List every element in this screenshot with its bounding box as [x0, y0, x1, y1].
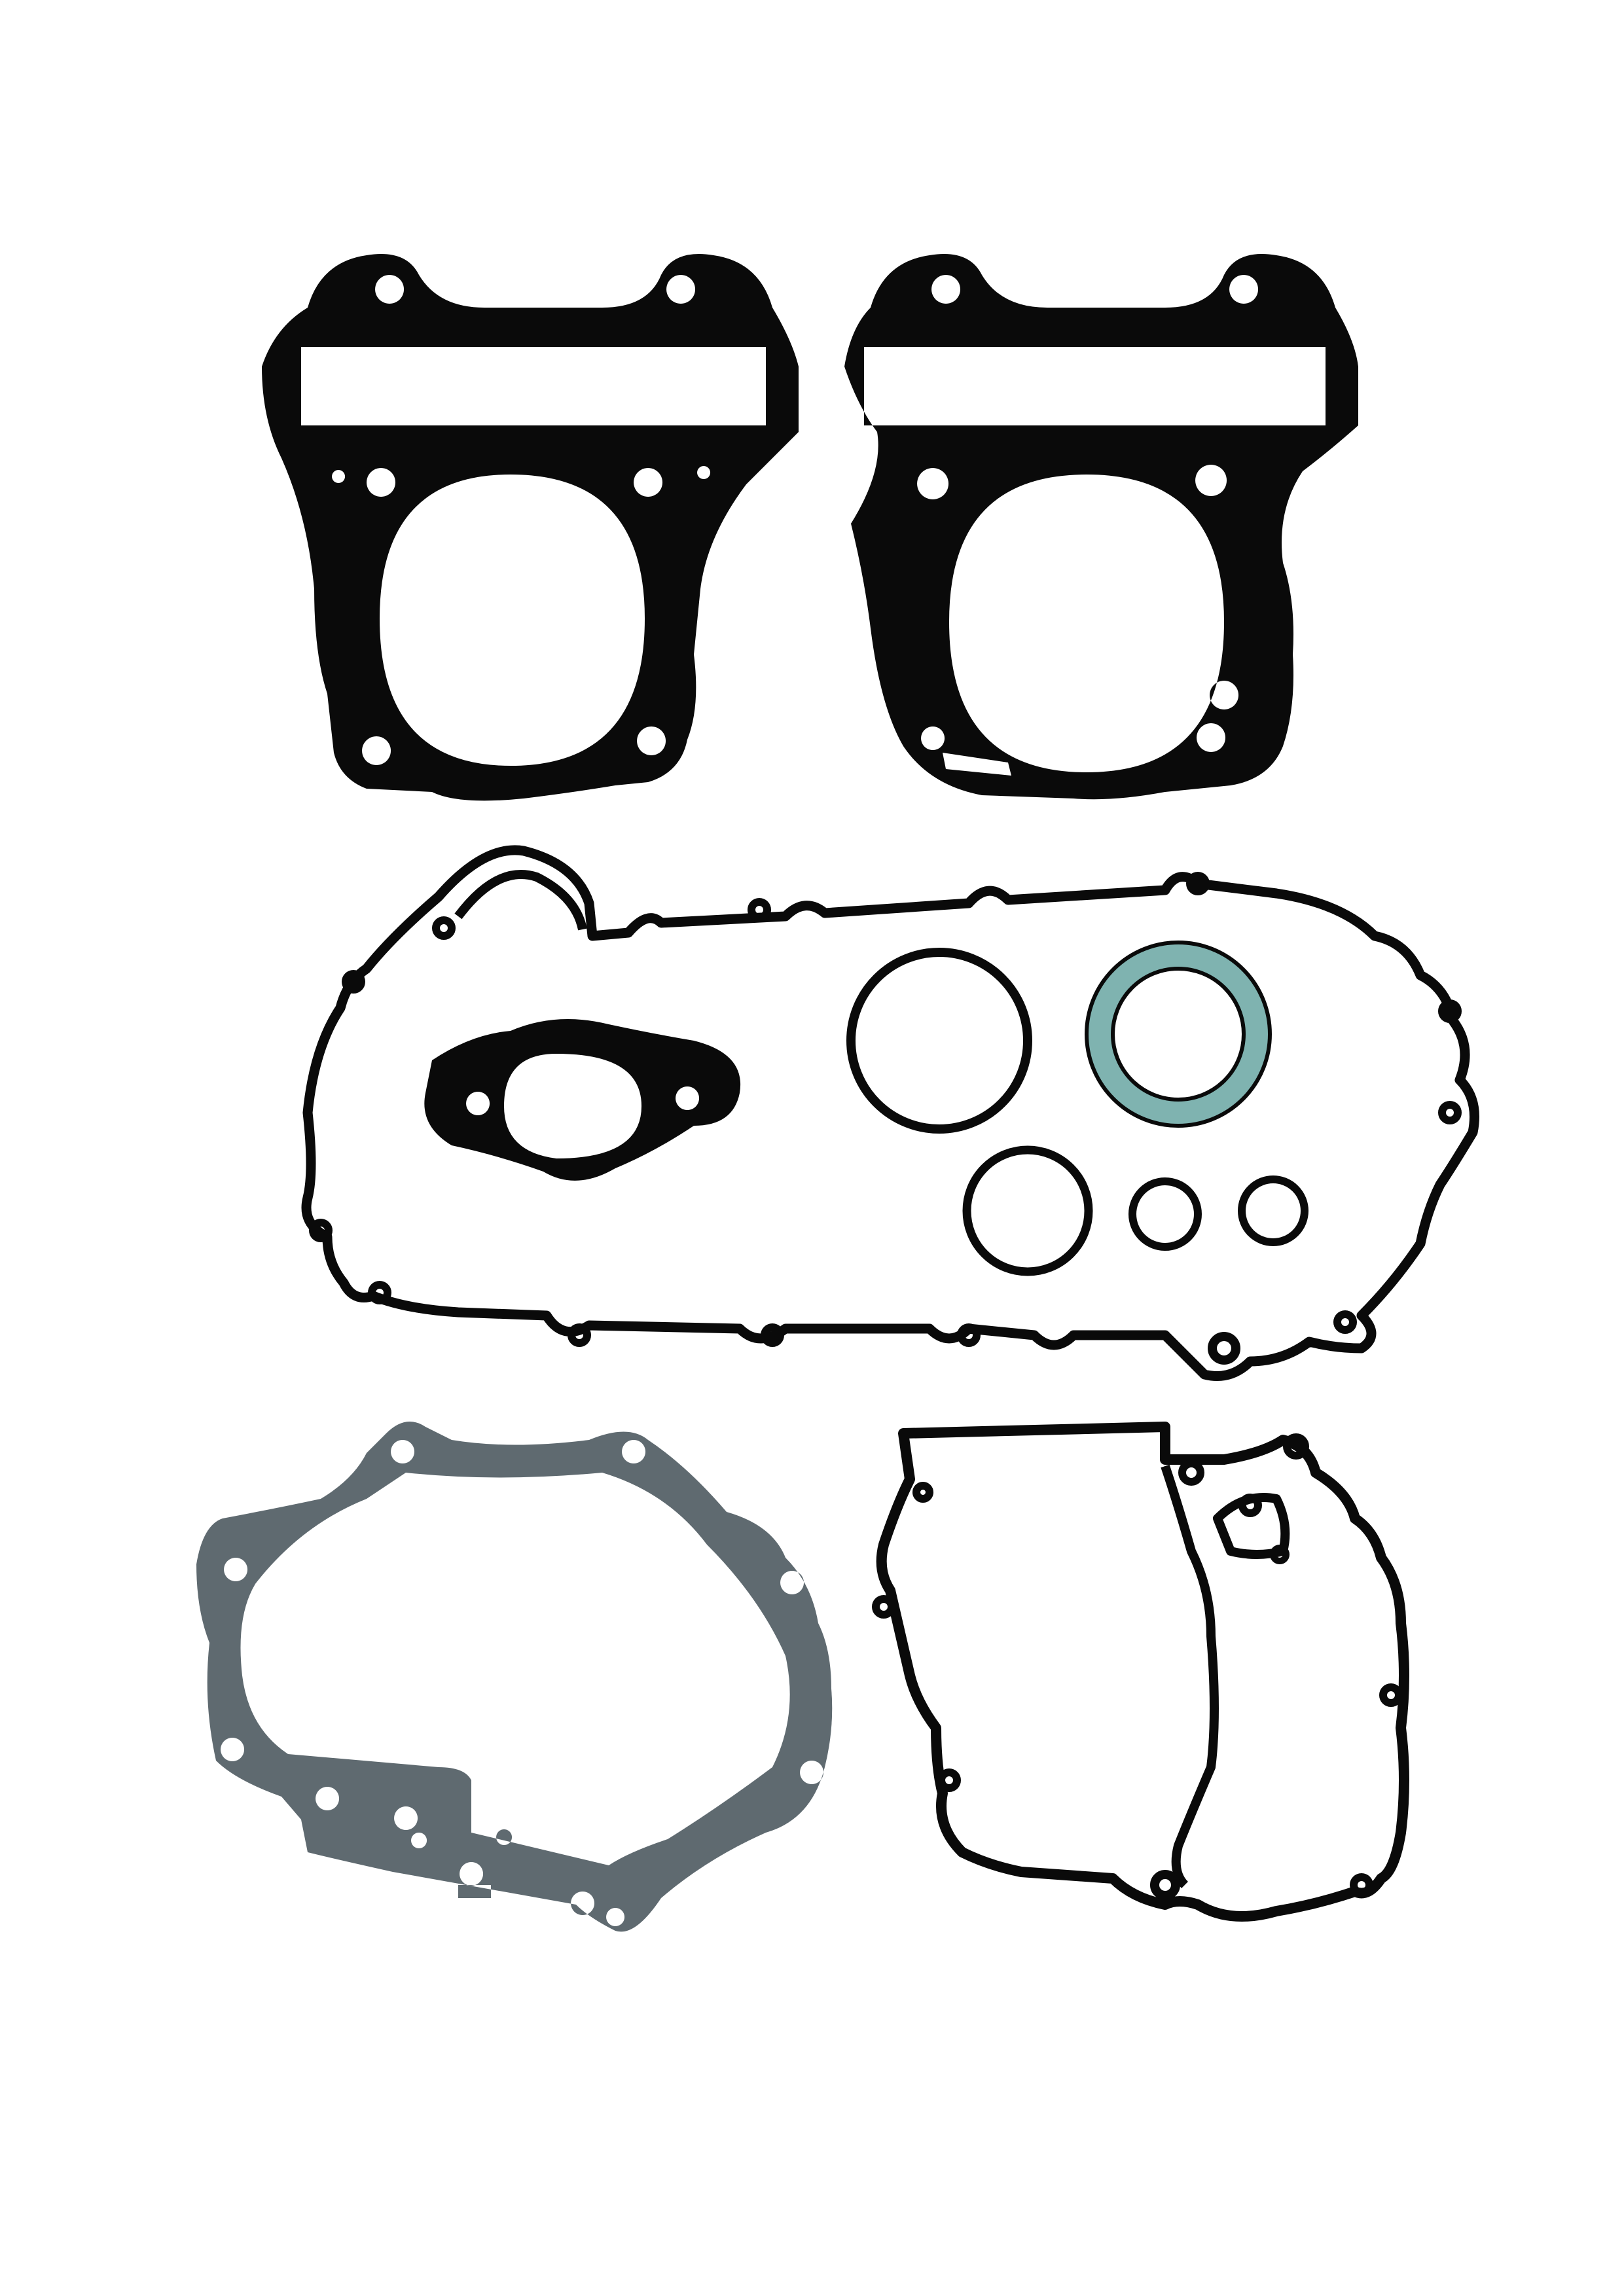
- large-o-ring: [846, 948, 1032, 1134]
- small-o-ring-b: [1238, 1175, 1308, 1246]
- cylinder-head-gasket-left: [262, 254, 799, 801]
- crankcase-cover-gasket: [301, 845, 1479, 1381]
- exhaust-ring: [1085, 941, 1272, 1128]
- transmission-cover-gasket: [196, 1422, 833, 1932]
- medium-o-ring: [962, 1145, 1093, 1276]
- intake-manifold-gasket: [424, 1019, 741, 1181]
- crankcase-center-gasket: [872, 1422, 1409, 1922]
- cylinder-head-gasket-right: [844, 254, 1358, 800]
- small-o-ring-a: [1128, 1177, 1202, 1251]
